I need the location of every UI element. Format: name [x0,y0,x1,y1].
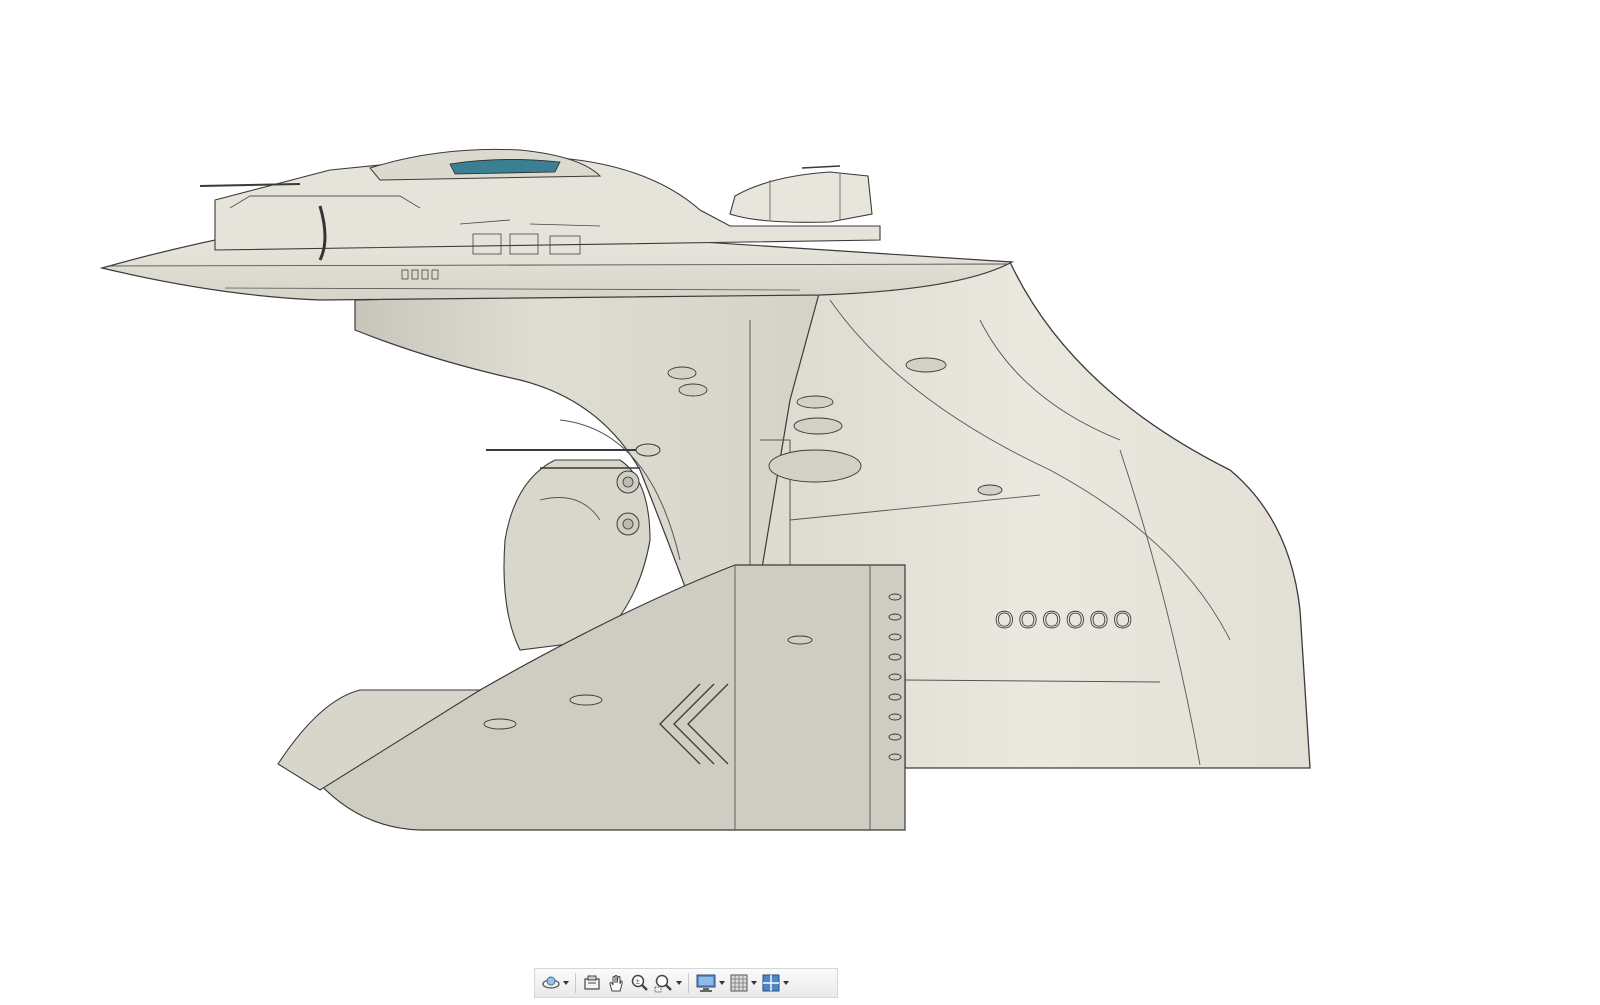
secondary-hull [503,459,651,651]
orbit-icon [542,976,560,989]
vent-slots [888,593,902,761]
grid-snaps-icon [730,974,748,992]
pan-hand-icon [609,975,623,992]
grid-snaps-button[interactable] [727,970,759,996]
svg-text:±: ± [636,977,641,986]
saucer-details [401,219,601,280]
toolbar-divider [575,973,576,993]
lower-fin [277,689,482,791]
chevron-down-icon[interactable] [563,981,569,985]
display-settings-button[interactable] [693,970,727,996]
toolbar-divider [688,973,689,993]
look-at-icon [584,975,600,990]
navigation-toolbar: ± [534,968,838,998]
zoom-button[interactable]: ± [628,970,652,996]
chevron-down-icon[interactable] [676,981,682,985]
viewports-button[interactable] [759,970,791,996]
chevron-down-icon[interactable] [751,981,757,985]
zoom-icon: ± [631,974,648,991]
neck-section [354,289,821,601]
look-at-button[interactable] [580,970,604,996]
chevron-down-icon[interactable] [719,981,725,985]
hull-portholes: OOOOOO [995,607,1137,634]
display-settings-icon [696,974,716,992]
zoom-window-icon [654,974,672,993]
chevron-down-icon[interactable] [783,981,789,985]
pan-button[interactable] [604,970,628,996]
viewports-icon [762,974,780,992]
orbit-button[interactable] [539,970,571,996]
zoom-window-button[interactable] [652,970,684,996]
bridge-window [449,159,561,175]
top-pod [729,171,873,223]
chevron-markings [659,683,729,765]
hull-panels [483,357,1003,730]
